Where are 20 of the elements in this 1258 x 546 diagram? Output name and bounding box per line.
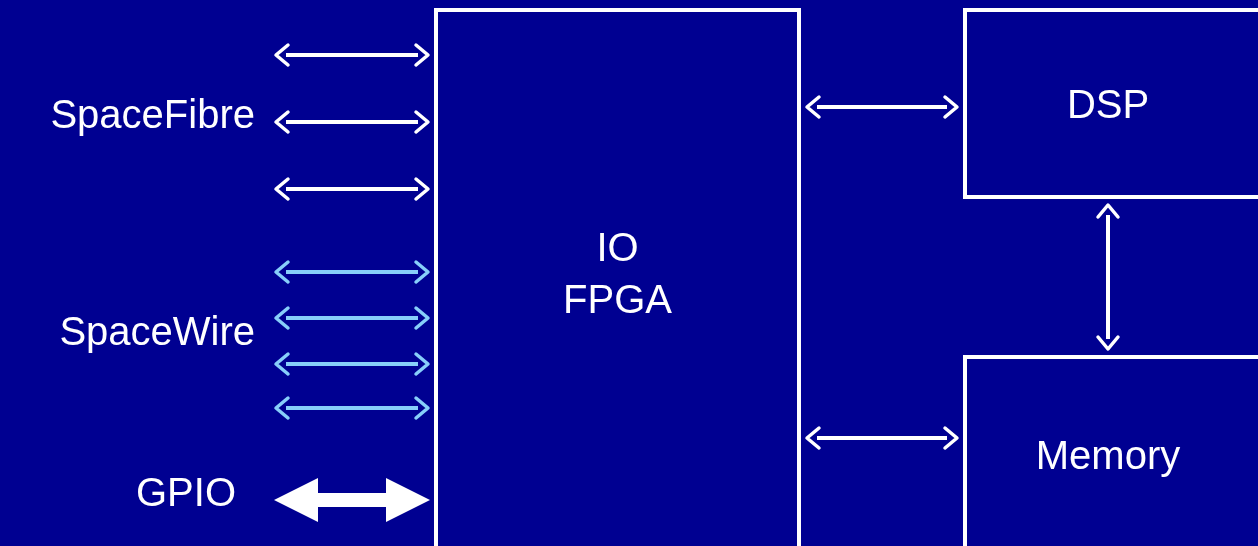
double-arrow [274,43,430,67]
double-arrow [274,352,430,376]
interface-label: SpaceWire [59,309,255,354]
fpga-box [434,8,801,546]
interface-label: GPIO [135,470,236,515]
interface-label: SpaceFibre [50,92,255,137]
component-box [963,355,1258,546]
double-arrow [1096,203,1120,351]
double-arrow [274,177,430,201]
node-label: DSP [1065,80,1151,128]
node-label: IO FPGA [562,224,673,323]
double-arrow [805,426,959,450]
double-arrow [274,260,430,284]
node-label: Memory [1034,432,1182,479]
double-arrow [274,110,430,134]
double-arrow [274,306,430,330]
double-arrow [274,396,430,420]
double-arrow [805,95,959,119]
double-arrow [274,478,430,522]
component-box [963,8,1258,199]
